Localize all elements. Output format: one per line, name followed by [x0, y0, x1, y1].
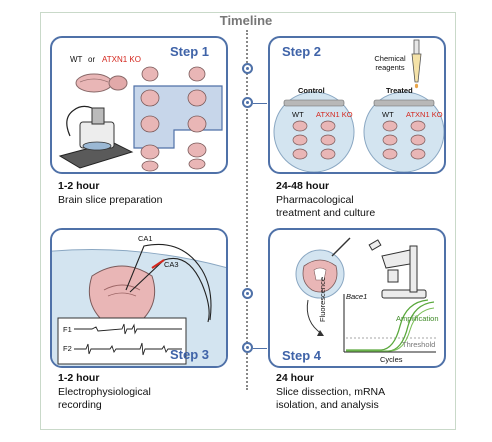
step1-duration: 1-2 hour — [58, 180, 99, 192]
step4-title: Step 4 — [282, 348, 321, 363]
step3-duration: 1-2 hour — [58, 372, 99, 384]
trace-f1-label: F1 — [63, 325, 72, 334]
step4-panel: Bace1 Fluorescence Cycles Amplification … — [268, 228, 446, 368]
reagents-line-1: Chemical — [374, 54, 405, 63]
timeline-node-1 — [242, 63, 253, 74]
treated-dish — [364, 92, 444, 172]
step2-desc-line-2: treatment and culture — [276, 207, 375, 219]
timeline-node-4 — [242, 342, 253, 353]
step2-panel: Step 2 Chemical reagents Control Treated… — [268, 36, 446, 174]
amplification-label: Amplification — [396, 314, 439, 323]
connector-step4 — [253, 348, 267, 349]
step3-description: Electrophysiological recording — [58, 386, 151, 412]
step3-title: Step 3 — [170, 347, 209, 362]
step1-ko-label: ATXN1 KO — [102, 55, 141, 64]
ca1-label: CA1 — [138, 234, 153, 243]
pipette-icon — [412, 40, 421, 88]
step4-description: Slice dissection, mRNA isolation, and an… — [276, 386, 385, 412]
trace-f2-label: F2 — [63, 344, 72, 353]
threshold-label: Threshold — [402, 340, 435, 349]
step3-desc-line-2: recording — [58, 399, 102, 411]
control-wt-label: WT — [292, 110, 304, 119]
step2-title: Step 2 — [282, 44, 321, 59]
qpcr-ylabel: Fluorescence — [318, 277, 327, 322]
step1-title: Step 1 — [170, 44, 209, 59]
treated-wt-label: WT — [382, 110, 394, 119]
step3-desc-line-1: Electrophysiological — [58, 386, 151, 398]
timeline-axis — [246, 30, 248, 390]
hippocampal-slice-icon — [89, 266, 154, 322]
step2-reagents-label: Chemical reagents — [368, 54, 412, 72]
vibratome-icon — [60, 106, 132, 168]
step1-panel: WT or ATXN1 KO Step 1 — [50, 36, 228, 174]
reagents-line-2: reagents — [375, 63, 404, 72]
treated-label: Treated — [386, 86, 413, 95]
step3-panel: CA1 CA3 F1 F2 Step 3 — [50, 228, 228, 368]
ca3-label: CA3 — [164, 260, 179, 269]
step4-duration: 24 hour — [276, 372, 314, 384]
treated-ko-label: ATXN1 KO — [406, 110, 443, 119]
control-dish — [274, 92, 354, 172]
microscope-icon — [369, 240, 426, 298]
step4-desc-line-2: isolation, and analysis — [276, 399, 379, 411]
step2-description: Pharmacological treatment and culture — [276, 194, 375, 220]
qpcr-gene-label: Bace1 — [346, 292, 367, 301]
step1-description: Brain slice preparation — [58, 194, 162, 207]
step1-or-label: or — [88, 55, 95, 64]
timeline-node-3 — [242, 288, 253, 299]
connector-step2 — [253, 103, 267, 104]
step1-wt-label: WT — [70, 55, 82, 64]
step4-desc-line-1: Slice dissection, mRNA — [276, 386, 385, 398]
timeline-node-2 — [242, 97, 253, 108]
control-label: Control — [298, 86, 325, 95]
step2-duration: 24-48 hour — [276, 180, 329, 192]
qpcr-xlabel: Cycles — [380, 355, 403, 364]
timeline-title: Timeline — [206, 13, 286, 28]
step2-desc-line-1: Pharmacological — [276, 194, 354, 206]
mouse-brain-icon — [76, 74, 127, 92]
control-ko-label: ATXN1 KO — [316, 110, 353, 119]
